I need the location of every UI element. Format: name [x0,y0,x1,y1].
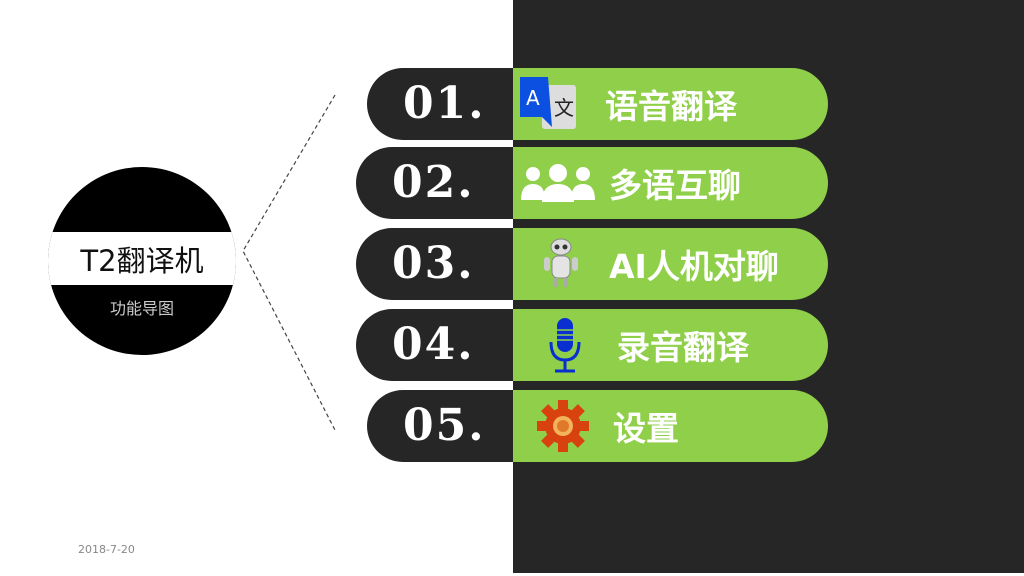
item-label: 录音翻译 [617,328,749,367]
item-number: 04. [356,309,513,381]
item-number: 03. [356,228,513,300]
users-icon [513,147,603,219]
gear-icon [513,390,613,462]
center-title: T2翻译机 [80,243,204,278]
item-label: 多语互聊 [609,166,741,205]
item-label: 语音翻译 [605,87,737,126]
menu-item-3[interactable]: 03. AI人机对聊 [0,228,1024,300]
item-number: 01. [367,68,513,140]
svg-text:A: A [526,86,540,110]
robot-icon [513,228,609,300]
menu-item-5[interactable]: 05. 设置 [0,390,1024,462]
center-circle: T2翻译机 功能导图 [48,167,236,355]
item-number: 05. [367,390,513,462]
center-subtitle: 功能导图 [109,299,174,318]
item-label: AI人机对聊 [609,247,779,286]
date-footer: 2018-7-20 [78,543,135,556]
svg-text:文: 文 [554,96,574,120]
menu-item-2[interactable]: 02. 多语互聊 [0,147,1024,219]
menu-item-4[interactable]: 04. 录音翻译 [0,309,1024,381]
item-label: 设置 [613,409,679,448]
item-number: 02. [356,147,513,219]
microphone-icon [513,309,617,381]
